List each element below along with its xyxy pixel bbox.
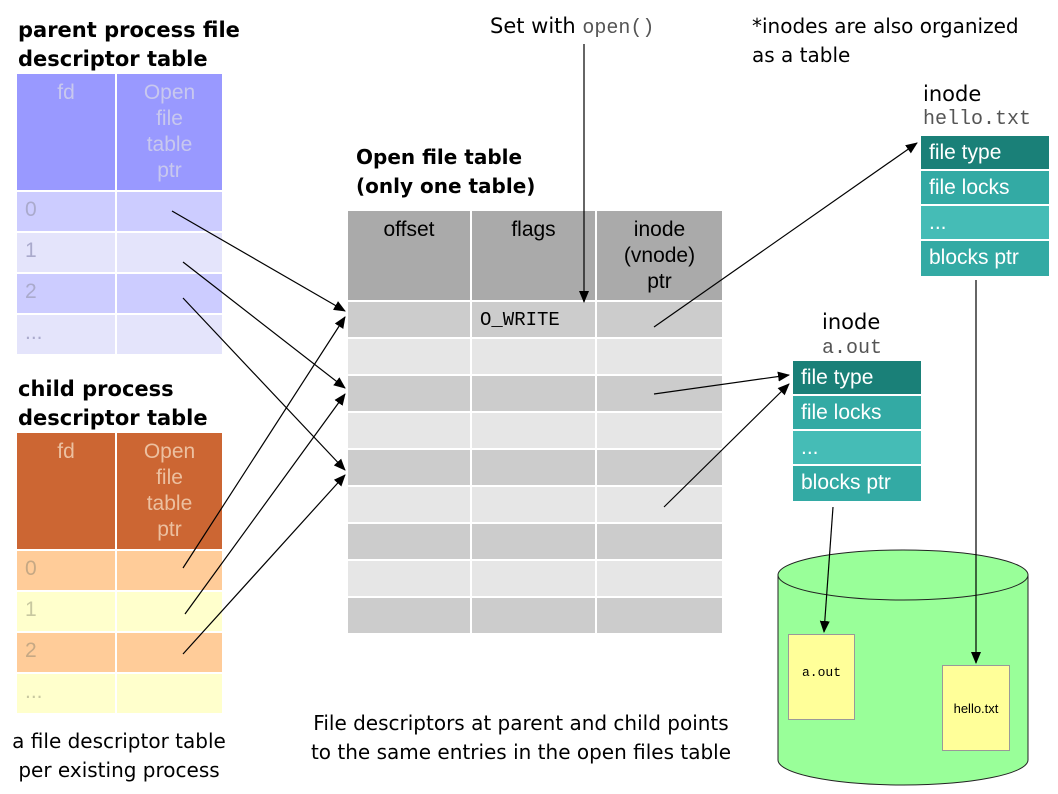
parent-ptr-header-l4: ptr [157,159,182,182]
parent-title-line2: descriptor table [18,47,208,71]
oft-flags-0: O_WRITE [472,302,597,337]
inode-aout-file-locks: file locks [793,396,921,431]
disk-file-hello-label: hello.txt [953,701,999,716]
disk-file-hello: hello.txt [942,665,1010,751]
inode-aout-file-type: file type [793,361,921,396]
parent-fd-0: 0 [17,192,117,231]
footer-left-caption: a file descriptor table per existing pro… [0,727,238,785]
oft-flags-header: flags [472,211,597,300]
inode-aout-table: file type file locks ... blocks ptr [793,361,921,501]
oft-title-line1: Open file table [356,145,523,169]
child-ptr-header-l4: ptr [157,518,182,541]
parent-fd-1: 1 [17,233,117,272]
parent-fd-header: fd [17,74,117,190]
oft-row-1 [348,337,722,374]
child-ptr-header-l3: table [146,492,193,515]
inodes-note: *inodes are also organized as a table [752,12,1019,70]
child-fd-0: 0 [17,551,117,590]
child-fd-2: 2 [17,633,117,672]
inodes-note-line2: as a table [752,43,851,67]
parent-ptr-header: Open file table ptr [117,74,222,190]
parent-table-header: fd Open file table ptr [17,74,222,190]
inode-hello-ellipsis: ... [921,206,1049,241]
footer-center-line2: to the same entries in the open files ta… [310,740,732,764]
inode-hello-label: inode [923,82,982,106]
footer-center-caption: File descriptors at parent and child poi… [296,709,746,767]
footer-left-line2: per existing process [18,758,220,782]
child-ptr-header-l2: file [156,466,183,489]
disk-file-aout-label: a.out [801,665,841,680]
child-fd-header: fd [17,433,117,549]
child-fd-3: ... [17,674,117,713]
oft-offset-header: offset [348,211,472,300]
child-title-line1: child process [18,377,174,401]
child-row-3: ... [17,672,222,713]
disk-file-aout: a.out [788,634,855,720]
child-fd-1: 1 [17,592,117,631]
child-table-title: child process descriptor table [18,375,208,433]
inode-aout-filename: a.out [822,337,883,360]
child-title-line2: descriptor table [18,406,208,430]
inodes-note-line1: *inodes are also organized [752,14,1019,38]
parent-ptr-header-l3: table [146,133,193,156]
oft-title-line2: (only one table) [356,174,536,198]
oft-row-7 [348,559,722,596]
inode-aout-blocks-ptr: blocks ptr [793,466,921,501]
parent-ptr-header-l1: Open [143,81,196,104]
footer-center-line1: File descriptors at parent and child poi… [313,711,729,735]
child-ptr-header-l1: Open [143,440,196,463]
oft-row-4 [348,448,722,485]
parent-fd-2: 2 [17,274,117,313]
inode-hello-filename: hello.txt [923,108,1032,131]
oft-row-3 [348,411,722,448]
inode-hello-table: file type file locks ... blocks ptr [921,136,1049,276]
oft-row-6 [348,522,722,559]
parent-fd-3: ... [17,315,117,354]
inode-hello-file-locks: file locks [921,171,1049,206]
set-with-code: open() [582,17,655,40]
inode-hello-file-type: file type [921,136,1049,171]
set-with-text: Set with [490,14,583,38]
set-with-label: Set with open() [490,14,654,40]
oft-offset-0 [348,302,472,337]
open-file-table-title: Open file table (only one table) [356,143,535,201]
parent-ptr-header-l2: file [156,107,183,130]
oft-row-5 [348,485,722,522]
inode-hello-blocks-ptr: blocks ptr [921,241,1049,276]
inode-aout-ellipsis: ... [793,431,921,466]
oft-row-8 [348,596,722,633]
child-ptr-header: Open file table ptr [117,433,222,549]
footer-left-line1: a file descriptor table [12,729,226,753]
parent-title-line1: parent process file [18,18,240,42]
parent-table-title: parent process file descriptor table [18,16,240,74]
